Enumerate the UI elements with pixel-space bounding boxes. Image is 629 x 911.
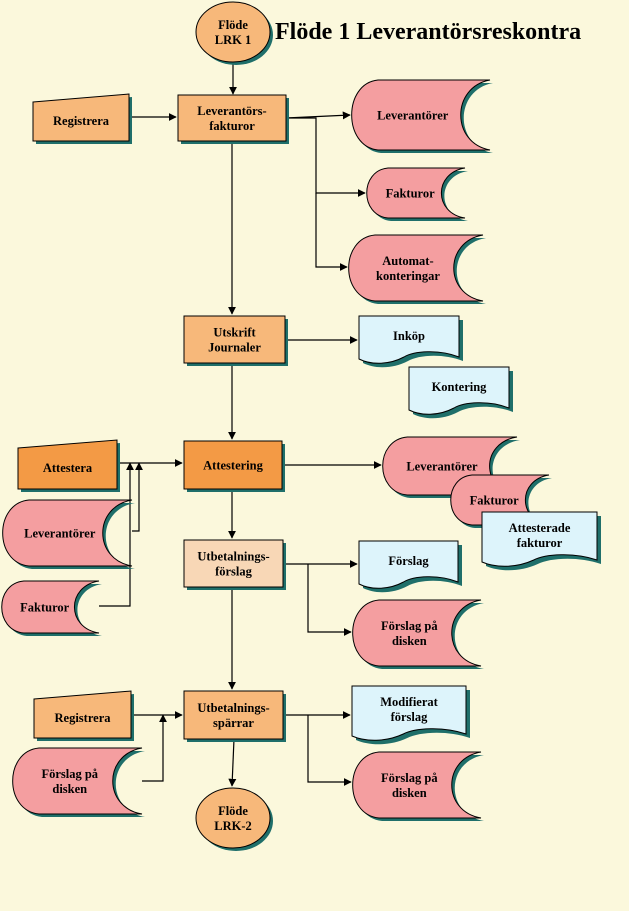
storage-shape: [1, 580, 100, 634]
node-label: Fakturor: [470, 494, 520, 508]
edge-utbet-forslag-to-store-forslag-disk1: [307, 564, 352, 636]
node-label: Leverantörer: [24, 527, 96, 541]
node-label: fakturor: [209, 119, 255, 133]
storage-shape: [366, 167, 466, 219]
node-store-automat: Automat-konteringar: [348, 234, 486, 304]
node-label: förslag: [391, 710, 429, 724]
manual-input-shape: [33, 690, 132, 739]
node-attestering: Attestering: [183, 440, 285, 492]
node-label: Registrera: [55, 711, 112, 725]
edge-store-forslag-disk-left-to-utbet-sparrar: [142, 714, 167, 782]
node-label: Förslag på: [381, 771, 438, 785]
document-shape: [358, 315, 460, 364]
manual-input-shape: [32, 93, 130, 142]
storage-shape: [12, 747, 143, 815]
storage-shape: [351, 79, 491, 151]
node-label: Förslag: [388, 554, 429, 568]
node-levfakturor: Leverantörs-fakturor: [177, 94, 289, 144]
node-label: Leverantörer: [406, 460, 478, 474]
node-utbet-sparrar: Utbetalnings-spärrar: [183, 690, 286, 742]
edge-levfakturor-to-store-automat: [315, 193, 348, 271]
node-attestera: Attestera: [17, 439, 120, 492]
storage-shape: [348, 234, 484, 302]
node-label: Flöde: [218, 18, 248, 32]
node-label: Utbetalnings-: [197, 550, 269, 564]
process-shape: [183, 315, 286, 364]
node-label: Leverantörs-: [197, 104, 266, 118]
node-label: spärrar: [213, 716, 254, 730]
node-label: Flöde: [218, 804, 248, 818]
node-label: Registrera: [53, 114, 110, 128]
node-store-leverantorer1: Leverantörer: [351, 79, 493, 153]
node-label: Modifierat: [380, 695, 438, 709]
storage-shape: [352, 599, 482, 667]
process-shape: [177, 94, 287, 142]
node-store-fakturor-left: Fakturor: [1, 580, 103, 636]
document-shape: [351, 685, 467, 741]
process-shape: [183, 539, 284, 588]
connector-shape: [195, 787, 271, 849]
connector-shape: [195, 1, 271, 63]
node-store-leverantorer-left: Leverantörer: [2, 499, 135, 569]
node-label: Automat-: [382, 254, 433, 268]
edge-store-leverantorer-left-to-attestering: [132, 462, 143, 532]
process-shape: [183, 690, 284, 740]
node-label: Journaler: [208, 341, 261, 355]
node-utbet-forslag: Utbetalnings-förslag: [183, 539, 286, 590]
node-label: Attestera: [43, 461, 93, 475]
node-label: disken: [392, 634, 427, 648]
document-shape: [408, 366, 510, 415]
node-label: Kontering: [432, 380, 488, 394]
node-label: konteringar: [376, 269, 440, 283]
edges-layer: [99, 62, 382, 787]
node-label: Attesterade: [509, 521, 571, 535]
node-label: Utskrift: [213, 326, 256, 340]
node-label: Utbetalnings-: [197, 701, 269, 715]
node-label: disken: [52, 782, 87, 796]
node-label: Fakturor: [20, 601, 70, 615]
edge-utbet-sparrar-to-store-forslag-disk2: [307, 715, 352, 786]
node-registrera2: Registrera: [33, 690, 134, 741]
document-shape: [358, 540, 459, 589]
document-shape: [481, 511, 598, 567]
node-doc-kontering: Kontering: [408, 366, 513, 419]
node-label: disken: [392, 786, 427, 800]
node-label: fakturor: [517, 536, 563, 550]
node-doc-forslag: Förslag: [358, 540, 462, 593]
node-registrera1: Registrera: [32, 93, 132, 144]
manual-input-shape: [17, 439, 118, 490]
node-label: förslag: [215, 565, 253, 579]
diagram-title: Flöde 1 Leverantörsreskontra: [275, 19, 581, 45]
node-label: Fakturor: [386, 187, 436, 201]
edge-levfakturor-to-store-fakturor1: [286, 117, 366, 197]
node-label: Attestering: [203, 459, 263, 473]
storage-shape: [352, 751, 482, 819]
node-label: Förslag på: [381, 619, 438, 633]
node-label: Leverantörer: [377, 109, 449, 123]
node-label: Inköp: [393, 329, 425, 343]
node-label: Förslag på: [41, 767, 98, 781]
node-label: LRK-2: [214, 819, 252, 833]
edge-store-fakturor-left-to-attestering: [99, 462, 134, 607]
storage-shape: [2, 499, 133, 567]
node-doc-inkop: Inköp: [358, 315, 463, 368]
node-label: LRK 1: [215, 33, 251, 47]
edge-utbet-sparrar-to-end: [228, 738, 237, 787]
node-store-fakturor1: Fakturor: [366, 167, 468, 221]
process-shape: [183, 440, 283, 490]
